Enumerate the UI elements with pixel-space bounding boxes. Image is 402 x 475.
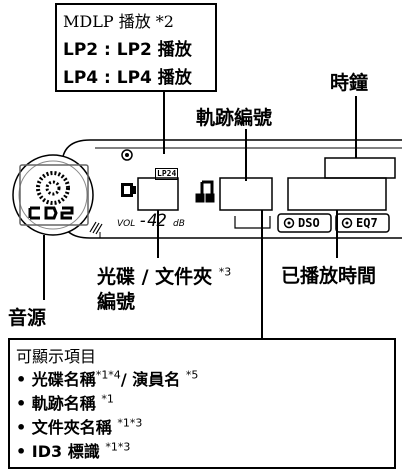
source-connector bbox=[43, 235, 45, 300]
mdlp-lp2: LP2 : LP2 播放 bbox=[63, 40, 192, 60]
elapsed-time-label: 已播放時間 bbox=[281, 265, 377, 287]
lp24-tag: LP24 bbox=[155, 168, 179, 180]
source-label: 音源 bbox=[8, 307, 47, 329]
track-number-connector bbox=[245, 129, 247, 181]
items-title: 可顯示項目 bbox=[16, 347, 97, 366]
items-connector bbox=[261, 210, 263, 338]
track-number-label: 軌跡編號 bbox=[196, 107, 273, 129]
disc-folder-sup: *3 bbox=[218, 265, 232, 279]
mdlp-title: MDLP 播放 *2 bbox=[63, 12, 174, 31]
list-item: • 光碟名稱*1*4/ 演員名 *5 bbox=[16, 368, 199, 389]
list-item: • 軌跡名稱 *1 bbox=[16, 392, 114, 413]
clock-connector bbox=[355, 96, 357, 158]
list-item: • 文件夾名稱 *1*3 bbox=[16, 416, 143, 437]
track-note-icon bbox=[195, 180, 215, 203]
disc-folder-text: 光碟 / 文件夾 bbox=[97, 266, 213, 288]
list-item: • ID3 標識 *1*3 bbox=[16, 440, 131, 461]
elapsed-connector bbox=[336, 210, 338, 258]
disc-number-icon bbox=[121, 183, 136, 197]
mdlp-connector bbox=[163, 92, 165, 154]
vol-value: -42 bbox=[138, 211, 167, 231]
eq7-button[interactable]: EQ7 bbox=[356, 216, 378, 230]
clock-label: 時鐘 bbox=[330, 72, 369, 94]
mdlp-lp4: LP4 : LP4 播放 bbox=[63, 68, 192, 88]
disc-folder-label: 光碟 / 文件夾 *3 bbox=[97, 262, 231, 289]
dso-button[interactable]: DSO bbox=[298, 216, 320, 230]
displayable-items-box: 可顯示項目 • 光碟名稱*1*4/ 演員名 *5 • 軌跡名稱 *1 • 文件夾… bbox=[8, 338, 396, 469]
vol-unit: dB bbox=[173, 219, 185, 229]
disc-folder-label-line2: 編號 bbox=[97, 291, 136, 313]
source-segment-text bbox=[28, 206, 74, 220]
disc-folder-connector bbox=[157, 210, 159, 258]
vol-label: VOL bbox=[117, 219, 136, 229]
disc-dot-icon bbox=[36, 171, 70, 205]
mdlp-info-box: MDLP 播放 *2 LP2 : LP2 播放 LP4 : LP4 播放 bbox=[55, 3, 217, 92]
